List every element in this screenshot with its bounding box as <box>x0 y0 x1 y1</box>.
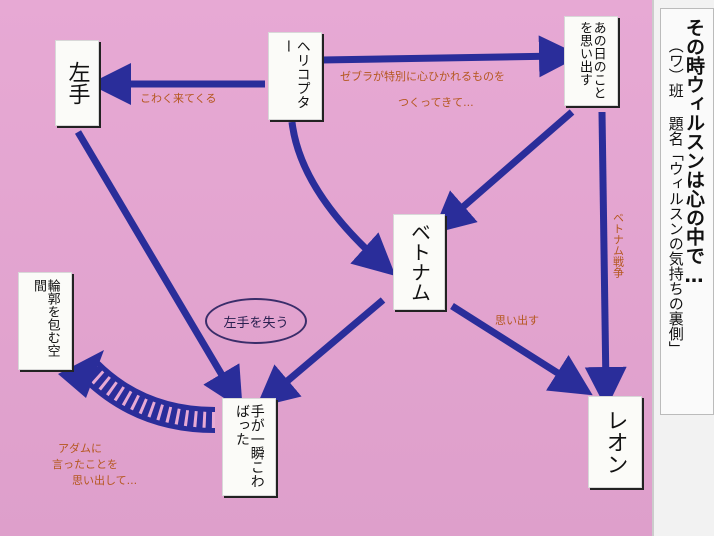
node-helicopter-label: ヘリコプター <box>280 39 311 109</box>
node-vietnam-label: ベトナム <box>407 222 432 302</box>
node-memory: あの日のことを思い出す <box>564 16 618 106</box>
arrow-vietnam-to-leon <box>450 303 593 396</box>
circle-label-lose-left-hand: 左手を失う <box>205 298 307 344</box>
node-hand-stiff-label: 手が一瞬こわばった <box>234 404 265 488</box>
node-vietnam: ベトナム <box>393 214 445 310</box>
node-leon-label: レオン <box>602 409 628 475</box>
arrow-lefthand-to-handstiff <box>74 130 243 411</box>
node-leon: レオン <box>588 396 642 488</box>
striped-arrow-to-embrace <box>58 350 216 433</box>
note-adam-2: 言ったことを <box>52 458 118 471</box>
node-left-hand: 左手 <box>55 40 99 126</box>
node-hand-stiff: 手が一瞬こわばった <box>222 398 276 496</box>
poster-subtitle: （ワ）班 題名「ウィルスンの気持ちの裏側」 <box>666 38 685 356</box>
note-remember: 思い出す <box>495 314 539 327</box>
poster-heading: その時ウィルスンは心の中で… <box>682 18 705 287</box>
arrow-heli-to-memory <box>321 35 581 78</box>
node-embrace: 輪郭を包む空間 <box>18 272 72 370</box>
note-come-down: こわく来てくる <box>140 92 217 105</box>
arrow-memory-to-leon <box>584 111 627 409</box>
arrow-heli-to-vietnam <box>288 121 396 277</box>
note-zebra: ゼブラが特別に心ひかれるものを <box>340 70 505 83</box>
node-helicopter: ヘリコプター <box>268 32 322 120</box>
note-war: ベトナム戦争 <box>611 212 625 278</box>
node-embrace-label: 輪郭を包む空間 <box>31 279 60 357</box>
arrow-vietnam-to-handstiff <box>255 297 386 408</box>
note-zebra-2: つくってきて... <box>398 96 474 109</box>
arrow-memory-to-vietnam <box>432 109 575 234</box>
node-memory-label: あの日のことを思い出す <box>577 21 606 99</box>
title-card <box>660 8 714 415</box>
note-adam-1: アダムに <box>58 442 102 455</box>
node-left-hand-label: 左手 <box>64 61 90 105</box>
note-adam-3: 思い出して... <box>72 474 138 487</box>
